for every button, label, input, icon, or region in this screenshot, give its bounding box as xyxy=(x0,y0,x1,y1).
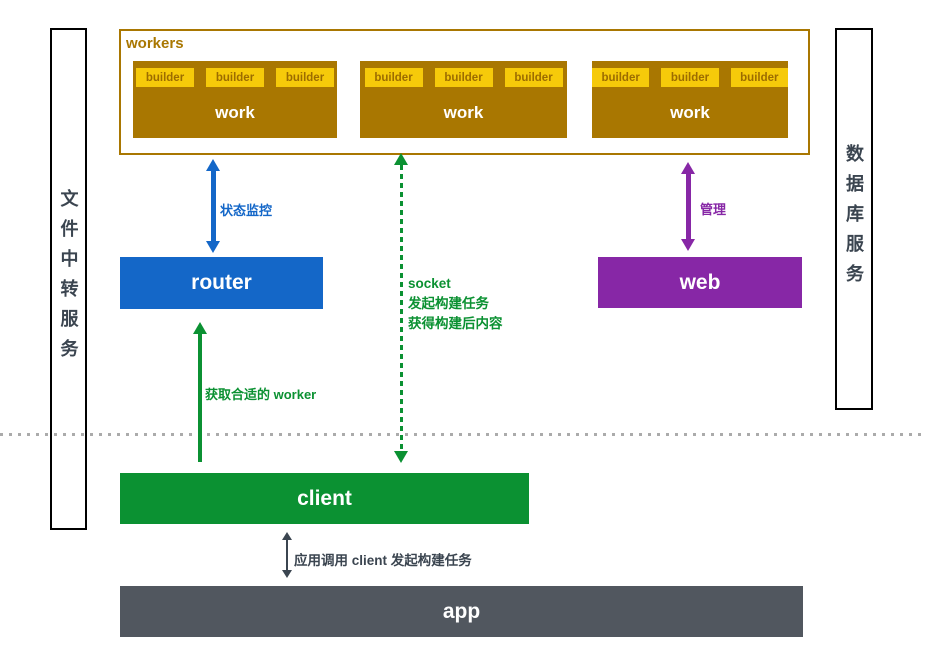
work-label: work xyxy=(670,102,710,122)
socket-label-line3: 获得构建后内容 xyxy=(408,316,503,331)
arrow-shaft xyxy=(286,540,288,570)
arrowhead-down xyxy=(206,241,220,253)
arrowhead-up xyxy=(206,159,220,171)
web-node: web xyxy=(598,257,802,308)
socket-label: socket 发起构建任务 获得构建后内容 xyxy=(408,274,503,334)
file-transfer-service-label: 文件中转服务 xyxy=(58,189,79,369)
builder-chip: builder xyxy=(504,68,563,87)
database-service-panel: 数据库服务 xyxy=(835,28,873,410)
dotted-separator xyxy=(0,433,925,436)
workers-title: workers xyxy=(126,35,184,52)
builder-chip: builder xyxy=(730,68,788,87)
builder-chip: builder xyxy=(364,68,423,87)
file-transfer-service-panel: 文件中转服务 xyxy=(50,28,87,530)
router-node: router xyxy=(120,257,323,309)
app-node: app xyxy=(120,586,803,637)
status-monitor-label: 状态监控 xyxy=(220,203,273,218)
builder-row: builder builder builder xyxy=(592,68,788,87)
arrowhead-up xyxy=(282,532,292,540)
work-node-3: builder builder builder work xyxy=(592,61,788,138)
arrowhead-up xyxy=(193,322,207,334)
arrowhead-down xyxy=(681,239,695,251)
get-worker-arrow xyxy=(193,322,207,462)
builder-chip: builder xyxy=(661,68,719,87)
client-node: client xyxy=(120,473,529,524)
arrowhead-down xyxy=(282,570,292,578)
builder-chip: builder xyxy=(592,68,650,87)
work-node-1: builder builder builder work xyxy=(133,61,337,138)
arrowhead-up xyxy=(681,162,695,174)
builder-chip: builder xyxy=(276,68,334,87)
status-monitor-arrow xyxy=(206,159,220,253)
builder-row: builder builder builder xyxy=(360,68,567,87)
builder-chip: builder xyxy=(434,68,493,87)
manage-label: 管理 xyxy=(700,202,727,217)
app-call-arrow xyxy=(282,532,292,578)
socket-label-line1: socket xyxy=(408,276,451,291)
manage-arrow xyxy=(681,162,695,251)
arrowhead-up xyxy=(394,153,408,165)
arrow-shaft-dashed xyxy=(399,165,403,451)
arrowhead-down xyxy=(394,451,408,463)
arrow-shaft xyxy=(685,174,691,239)
socket-label-line2: 发起构建任务 xyxy=(408,296,489,311)
arrow-shaft xyxy=(198,334,202,462)
app-call-label: 应用调用 client 发起构建任务 xyxy=(294,553,472,568)
work-label: work xyxy=(215,102,255,122)
builder-chip: builder xyxy=(206,68,264,87)
arrow-shaft xyxy=(210,171,216,241)
get-worker-label: 获取合适的 worker xyxy=(205,387,317,402)
socket-arrow xyxy=(394,153,408,463)
builder-chip: builder xyxy=(136,68,194,87)
database-service-label: 数据库服务 xyxy=(844,144,864,294)
work-label: work xyxy=(443,102,484,122)
work-node-2: builder builder builder work xyxy=(360,61,567,138)
builder-row: builder builder builder xyxy=(133,68,337,87)
